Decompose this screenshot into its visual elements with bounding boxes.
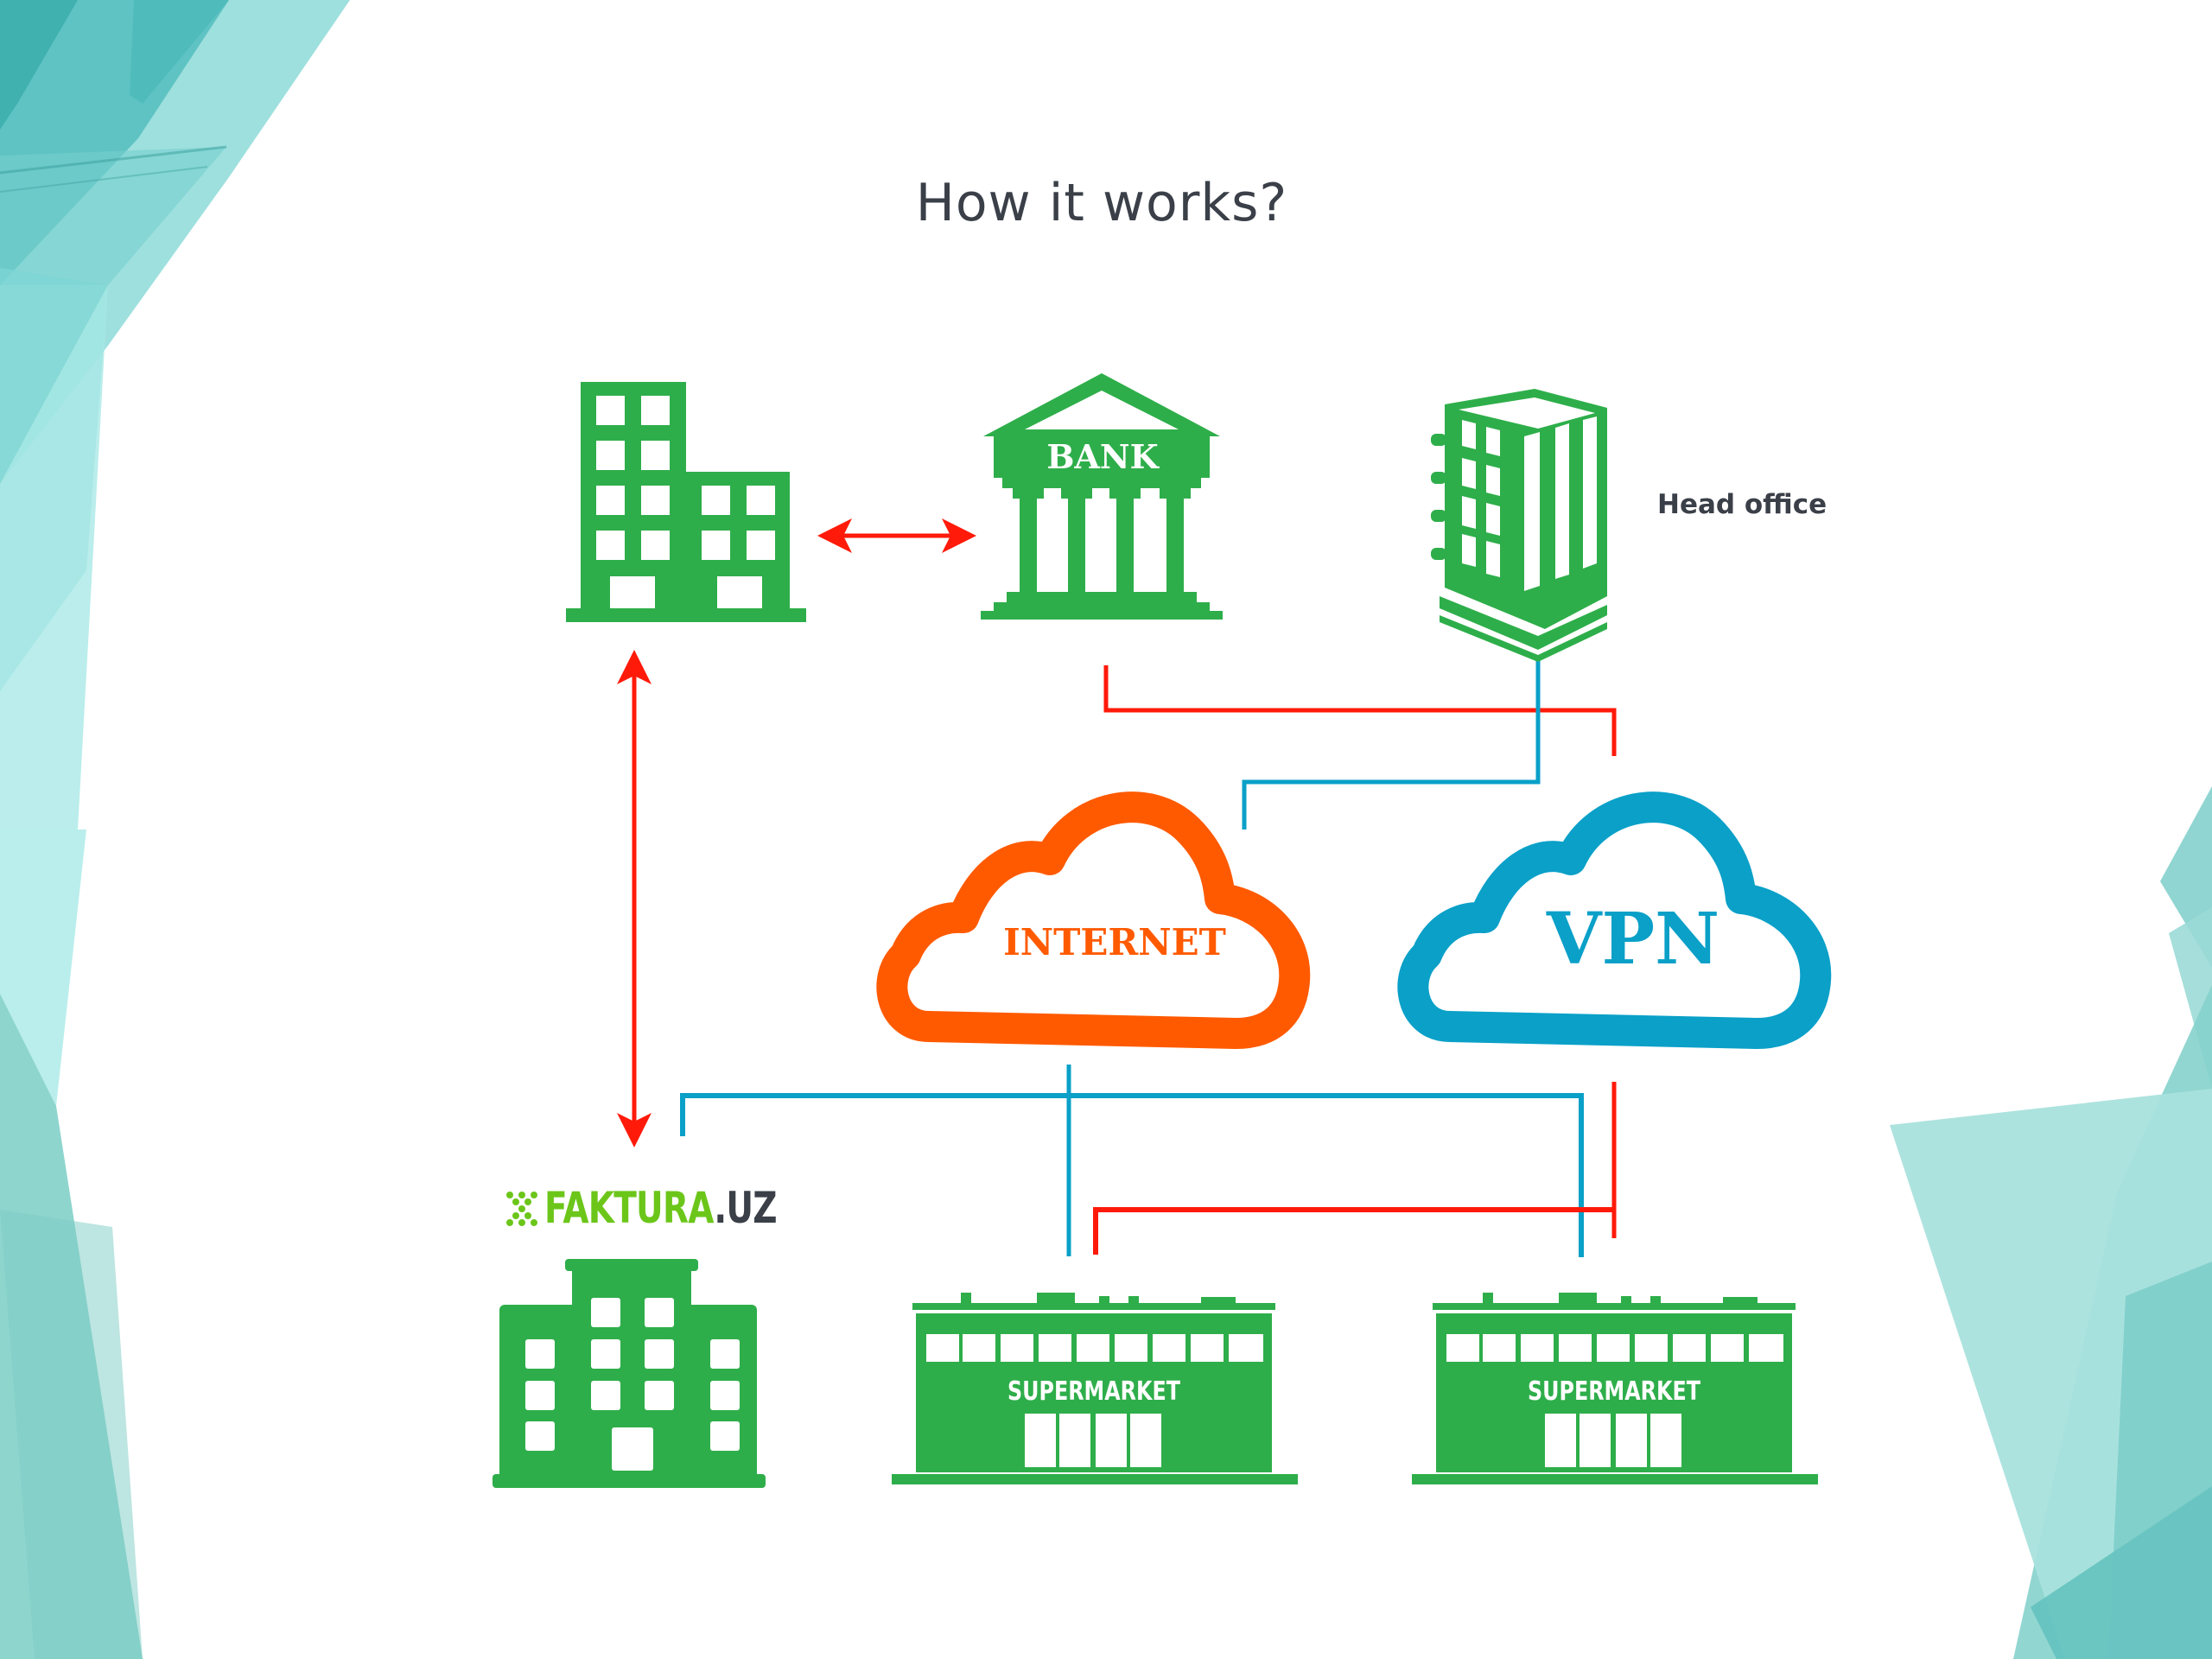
bank-vpn-connector xyxy=(1103,665,1617,756)
bank-icon: BANK xyxy=(981,373,1223,620)
faktura-supermarket2-connector xyxy=(680,1093,1584,1257)
slide-title: How it works? xyxy=(915,173,1288,233)
faktura-logo: FAKTURA.UZ xyxy=(544,1182,842,1234)
head-office-icon xyxy=(1431,389,1607,662)
vpn-label: VPN xyxy=(1546,898,1719,981)
head-office-label: Head office xyxy=(1657,489,1827,520)
headoffice-internet-connector xyxy=(1242,657,1541,830)
faktura-logo-text: FAKTURA.UZ xyxy=(544,1183,778,1233)
faktura-logo-mark-icon xyxy=(506,1192,537,1226)
faktura-logo-tld: .UZ xyxy=(714,1183,777,1233)
company-building-icon xyxy=(566,382,806,622)
faktura-logo-name: FAKTURA xyxy=(544,1183,715,1233)
bank-label: BANK xyxy=(1046,437,1160,476)
right-decoration xyxy=(1890,786,2212,1659)
internet-label: INTERNET xyxy=(1003,921,1226,963)
connectors xyxy=(617,518,1617,1257)
supermarket-1-label: SUPERMARKET xyxy=(1007,1376,1180,1407)
faktura-building-icon xyxy=(493,1259,766,1488)
left-decoration xyxy=(0,0,350,1659)
internet-cloud-icon: INTERNET xyxy=(876,791,1311,1049)
supermarket-2-icon: SUPERMARKET xyxy=(1412,1293,1818,1484)
supermarket-2-label: SUPERMARKET xyxy=(1528,1376,1700,1407)
supermarket-1-icon: SUPERMARKET xyxy=(892,1293,1298,1484)
vpn-supermarket1-connector xyxy=(1093,1207,1614,1255)
vpn-cloud-icon: VPN xyxy=(1397,791,1832,1049)
